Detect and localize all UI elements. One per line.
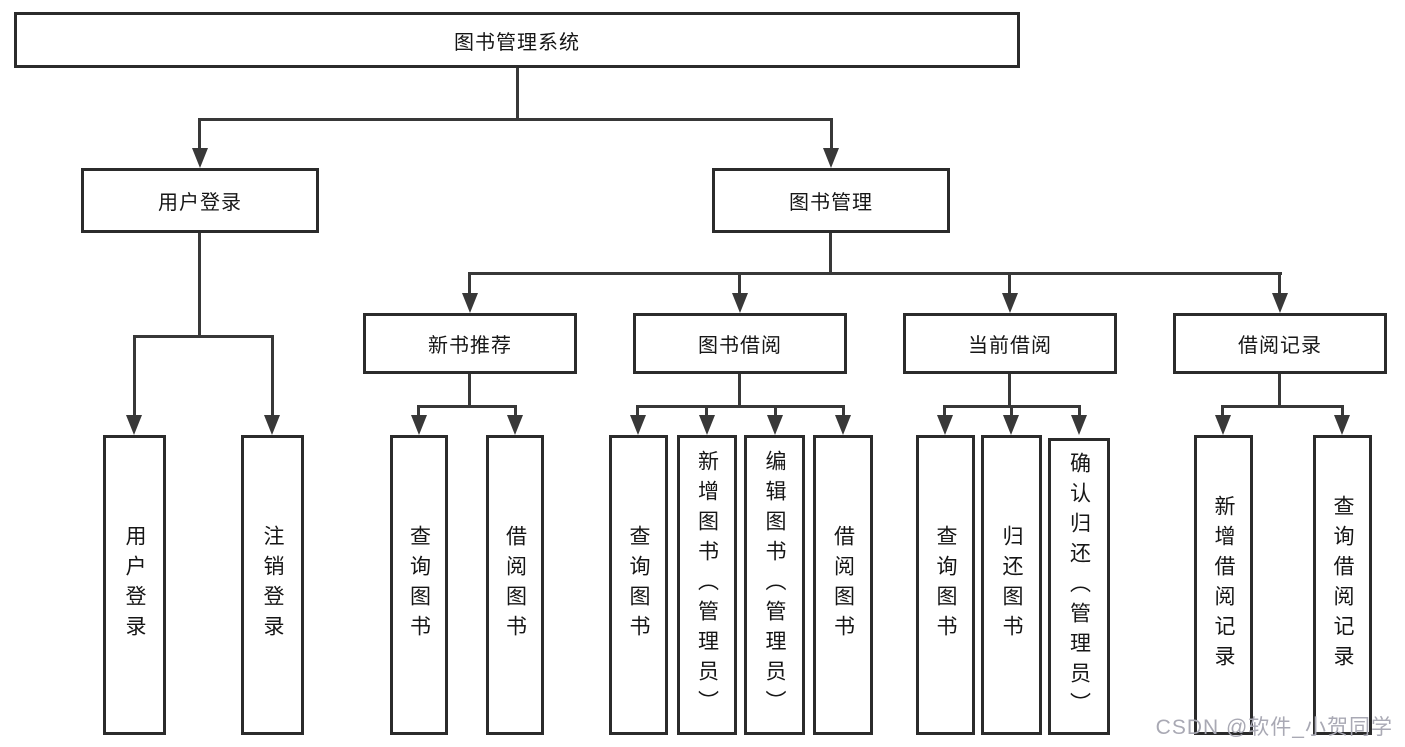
arrowhead-down [1002,293,1018,313]
connector-arrow-line [514,405,517,419]
connector-arrow-line [1278,272,1281,295]
connector-stem [738,374,741,408]
leaf-return-books-label: 归还图书 [1000,525,1023,645]
leaf-borrow-books-label: 借阅图书 [831,525,855,645]
node-book-management-label: 图书管理 [789,192,873,214]
leaf-query-borrow-record-label: 查询借阅记录 [1331,495,1354,675]
watermark: CSDN @软件_小贺同学 [1155,716,1393,739]
leaf-query-books-borrow-label: 查询图书 [627,525,650,645]
node-book-borrowing-label: 图书借阅 [698,335,782,357]
arrowhead-down [835,415,851,435]
leaf-add-book-admin-label: 新增图书（管理员） [695,450,719,720]
connector-arrow-line [417,405,420,419]
connector-arrow-line [198,118,201,152]
arrowhead-down [767,415,783,435]
arrowhead-down [937,415,953,435]
connector-arrow-line [1341,405,1344,419]
node-root: 图书管理系统 [14,12,1020,68]
node-current-borrowing: 当前借阅 [903,313,1117,374]
connector-arrow-line [468,272,471,295]
node-current-borrowing-label: 当前借阅 [968,335,1052,357]
arrowhead-down [732,293,748,313]
node-new-book-recommendation-label: 新书推荐 [428,335,512,357]
leaf-query-books-recommend: 查询图书 [390,435,448,735]
connector-arrow-line [842,405,845,419]
connector-arrow-line [133,335,136,419]
connector-arrow-line [271,335,274,419]
connector-arrow-line [1078,405,1081,419]
leaf-query-books-current: 查询图书 [916,435,975,735]
connector-arrow-line [705,405,708,419]
leaf-add-borrow-record-label: 新增借阅记录 [1212,495,1235,675]
arrowhead-down [1071,415,1087,435]
connector-arrow-line [774,405,777,419]
node-new-book-recommendation: 新书推荐 [363,313,577,374]
leaf-add-book-admin: 新增图书（管理员） [677,435,737,735]
connector-stem [1278,374,1281,408]
connector-arrow-line [738,272,741,295]
leaf-query-books-borrow: 查询图书 [609,435,668,735]
node-root-label: 图书管理系统 [454,31,580,54]
connector-rail [468,272,1282,275]
arrowhead-down [126,415,142,435]
connector-arrow-line [1221,405,1224,419]
leaf-borrow-books: 借阅图书 [813,435,873,735]
arrowhead-down [264,415,280,435]
arrowhead-down [1272,293,1288,313]
leaf-edit-book-admin: 编辑图书（管理员） [744,435,805,735]
node-book-borrowing: 图书借阅 [633,313,847,374]
leaf-borrow-books-recommend-label: 借阅图书 [503,525,527,645]
connector-arrow-line [830,118,833,152]
node-user-login: 用户登录 [81,168,319,233]
arrowhead-down [1215,415,1231,435]
leaf-query-books-current-label: 查询图书 [934,525,957,645]
connector-arrow-line [1008,272,1011,295]
leaf-return-books: 归还图书 [981,435,1042,735]
connector-arrow-line [636,405,639,419]
leaf-confirm-return-admin: 确认归还（管理员） [1048,438,1110,735]
connector-rail [1221,405,1344,408]
connector-arrow-line [1010,405,1013,419]
arrowhead-down [699,415,715,435]
leaf-user-login: 用户登录 [103,435,166,735]
arrowhead-down [462,293,478,313]
leaf-borrow-books-recommend: 借阅图书 [486,435,544,735]
leaf-user-login-label: 用户登录 [123,525,146,645]
node-borrowing-records-label: 借阅记录 [1238,335,1322,357]
node-borrowing-records: 借阅记录 [1173,313,1387,374]
connector-rail [636,405,845,408]
arrowhead-down [1003,415,1019,435]
arrowhead-down [1334,415,1350,435]
leaf-logout: 注销登录 [241,435,304,735]
connector-stem [829,233,832,275]
arrowhead-down [507,415,523,435]
connector-rail [133,335,274,338]
leaf-confirm-return-admin-label: 确认归还（管理员） [1067,451,1091,722]
leaf-query-borrow-record: 查询借阅记录 [1313,435,1372,735]
connector-rail [198,118,833,121]
connector-arrow-line [943,405,946,419]
arrowhead-down [192,148,208,168]
connector-stem [1008,374,1011,408]
connector-stem [468,374,471,408]
leaf-edit-book-admin-label: 编辑图书（管理员） [763,450,786,720]
node-book-management: 图书管理 [712,168,950,233]
leaf-logout-label: 注销登录 [261,525,284,645]
connector-rail [417,405,517,408]
leaf-query-books-recommend-label: 查询图书 [407,525,431,645]
leaf-add-borrow-record: 新增借阅记录 [1194,435,1253,735]
arrowhead-down [411,415,427,435]
node-user-login-label: 用户登录 [158,192,242,214]
arrowhead-down [823,148,839,168]
connector-stem [516,68,519,121]
arrowhead-down [630,415,646,435]
connector-stem [198,233,201,338]
